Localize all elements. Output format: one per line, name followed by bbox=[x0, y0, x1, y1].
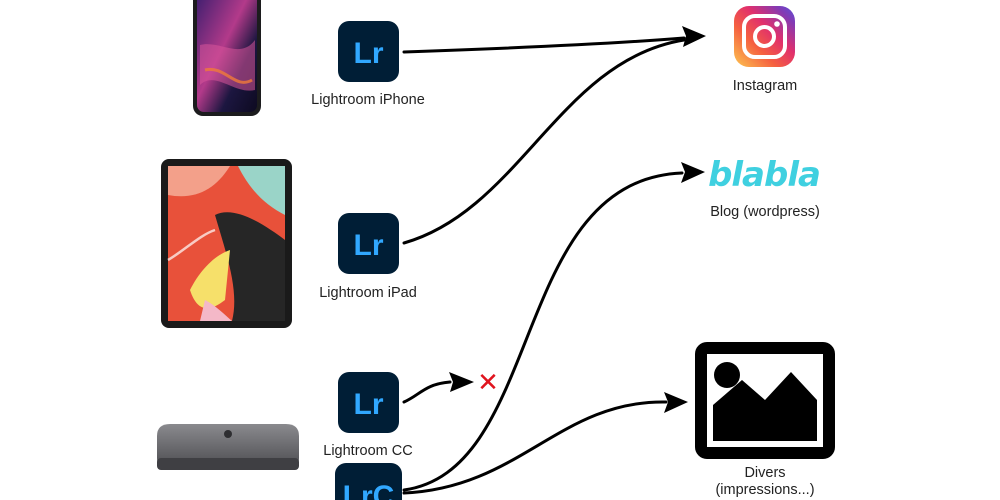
lightroom-iphone-icon-text: Lr bbox=[354, 37, 384, 70]
arrow-classic-to-divers bbox=[402, 400, 668, 495]
image-placeholder-icon bbox=[695, 342, 835, 459]
lightroom-iphone-app-icon: Lr bbox=[338, 21, 399, 82]
lightroom-iphone-label: Lightroom iPhone bbox=[311, 92, 425, 108]
lightroom-ipad-icon-text: Lr bbox=[354, 229, 384, 262]
instagram-logo-icon bbox=[734, 6, 795, 67]
divers-label: Divers bbox=[744, 465, 785, 481]
arrow-classic-to-blog bbox=[402, 171, 684, 492]
divers-sublabel: (impressions...) bbox=[715, 482, 814, 498]
tablet-device-icon bbox=[161, 159, 292, 328]
arrow-iphone-to-instagram bbox=[402, 36, 686, 54]
lightroom-ipad-label: Lightroom iPad bbox=[319, 285, 417, 301]
blog-label: Blog (wordpress) bbox=[710, 204, 820, 220]
lightroom-classic-app-icon: LrC bbox=[335, 463, 402, 500]
phone-device-icon bbox=[193, 0, 261, 116]
instagram-label: Instagram bbox=[733, 78, 797, 94]
lightroom-cc-app-icon: Lr bbox=[338, 372, 399, 433]
lightroom-cc-label: Lightroom CC bbox=[323, 443, 412, 459]
lightroom-cc-icon-text: Lr bbox=[354, 388, 384, 421]
desktop-computer-icon bbox=[157, 424, 299, 470]
blog-logo: blabla bbox=[708, 155, 820, 195]
arrow-head-blog bbox=[681, 162, 705, 183]
arrow-ipad-to-instagram bbox=[402, 38, 686, 245]
arrow-cc-to-none bbox=[402, 380, 452, 404]
arrow-head-cross bbox=[449, 372, 474, 392]
arrow-head-instagram-1 bbox=[682, 26, 706, 47]
lightroom-classic-icon-text: LrC bbox=[343, 480, 395, 500]
lightroom-ipad-app-icon: Lr bbox=[338, 213, 399, 274]
arrow-head-divers bbox=[664, 392, 688, 413]
no-output-cross-icon: ✕ bbox=[477, 368, 499, 398]
